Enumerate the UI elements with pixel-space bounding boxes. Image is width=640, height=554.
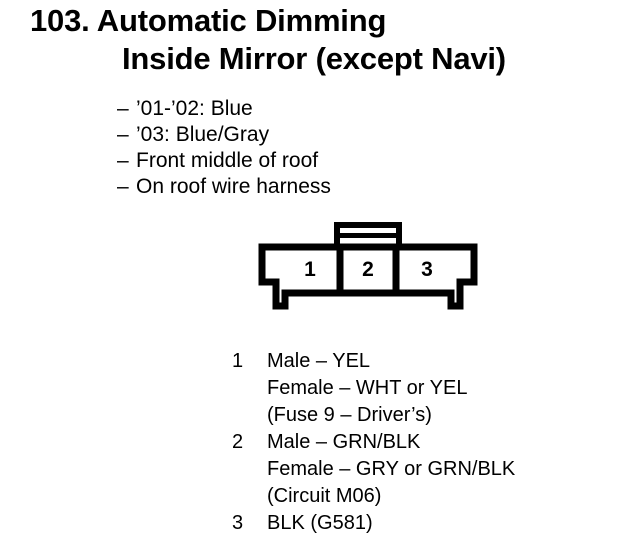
legend-detail-line: Male – GRN/BLK xyxy=(267,431,421,453)
spec-list-item: – ’01-’02: Blue xyxy=(117,96,537,122)
legend-pin-details: Male – GRN/BLK Female – GRY or GRN/BLK (… xyxy=(267,429,632,510)
spec-list-item: – Front middle of roof xyxy=(117,148,537,174)
spec-list-item: – ’03: Blue/Gray xyxy=(117,122,537,148)
spec-list-item: – On roof wire harness xyxy=(117,174,537,200)
legend-pin-number: 1 xyxy=(232,350,244,372)
legend-detail-line: BLK (G581) xyxy=(267,512,373,534)
spec-list-item-label: ’01-’02: Blue xyxy=(136,97,253,120)
connector-diagram: 1 2 3 xyxy=(255,218,490,323)
legend-group: 1 Male – YEL Female – WHT or YEL (Fuse 9… xyxy=(232,348,632,429)
legend-group: 3 BLK (G581) xyxy=(232,510,632,537)
legend-group: 2 Male – GRN/BLK Female – GRY or GRN/BLK… xyxy=(232,429,632,510)
dash-bullet-icon: – xyxy=(117,175,129,198)
dash-bullet-icon: – xyxy=(117,97,129,120)
legend-detail-line: (Fuse 9 – Driver’s) xyxy=(267,404,432,426)
connector-pin-number-2: 2 xyxy=(362,258,374,281)
page-title: 103. Automatic Dimming Inside Mirror (ex… xyxy=(30,2,630,78)
spec-list-item-label: Front middle of roof xyxy=(136,149,319,172)
legend-pin-number: 3 xyxy=(232,512,244,534)
legend-detail-line: Female – WHT or YEL xyxy=(267,377,468,399)
connector-pin-number-1: 1 xyxy=(304,258,316,281)
page-title-line-1: 103. Automatic Dimming xyxy=(30,3,387,38)
specification-list: – ’01-’02: Blue – ’03: Blue/Gray – Front… xyxy=(117,96,537,200)
legend-detail-line: (Circuit M06) xyxy=(267,485,382,507)
connector-body-outline xyxy=(258,243,478,310)
legend-detail-line: Male – YEL xyxy=(267,350,371,372)
legend-pin-number: 2 xyxy=(232,431,244,453)
legend-pin-details: BLK (G581) xyxy=(267,510,632,537)
pin-legend: 1 Male – YEL Female – WHT or YEL (Fuse 9… xyxy=(232,348,632,537)
connector-svg: 1 2 3 xyxy=(258,222,478,310)
dash-bullet-icon: – xyxy=(117,149,129,172)
dash-bullet-icon: – xyxy=(117,123,129,146)
spec-list-item-label: On roof wire harness xyxy=(136,175,331,198)
page-title-line-2: Inside Mirror (except Navi) xyxy=(122,41,506,76)
legend-detail-line: Female – GRY or GRN/BLK xyxy=(267,458,516,480)
legend-pin-details: Male – YEL Female – WHT or YEL (Fuse 9 –… xyxy=(267,348,632,429)
spec-list-item-label: ’03: Blue/Gray xyxy=(136,123,270,146)
connector-pin-number-3: 3 xyxy=(421,258,433,281)
